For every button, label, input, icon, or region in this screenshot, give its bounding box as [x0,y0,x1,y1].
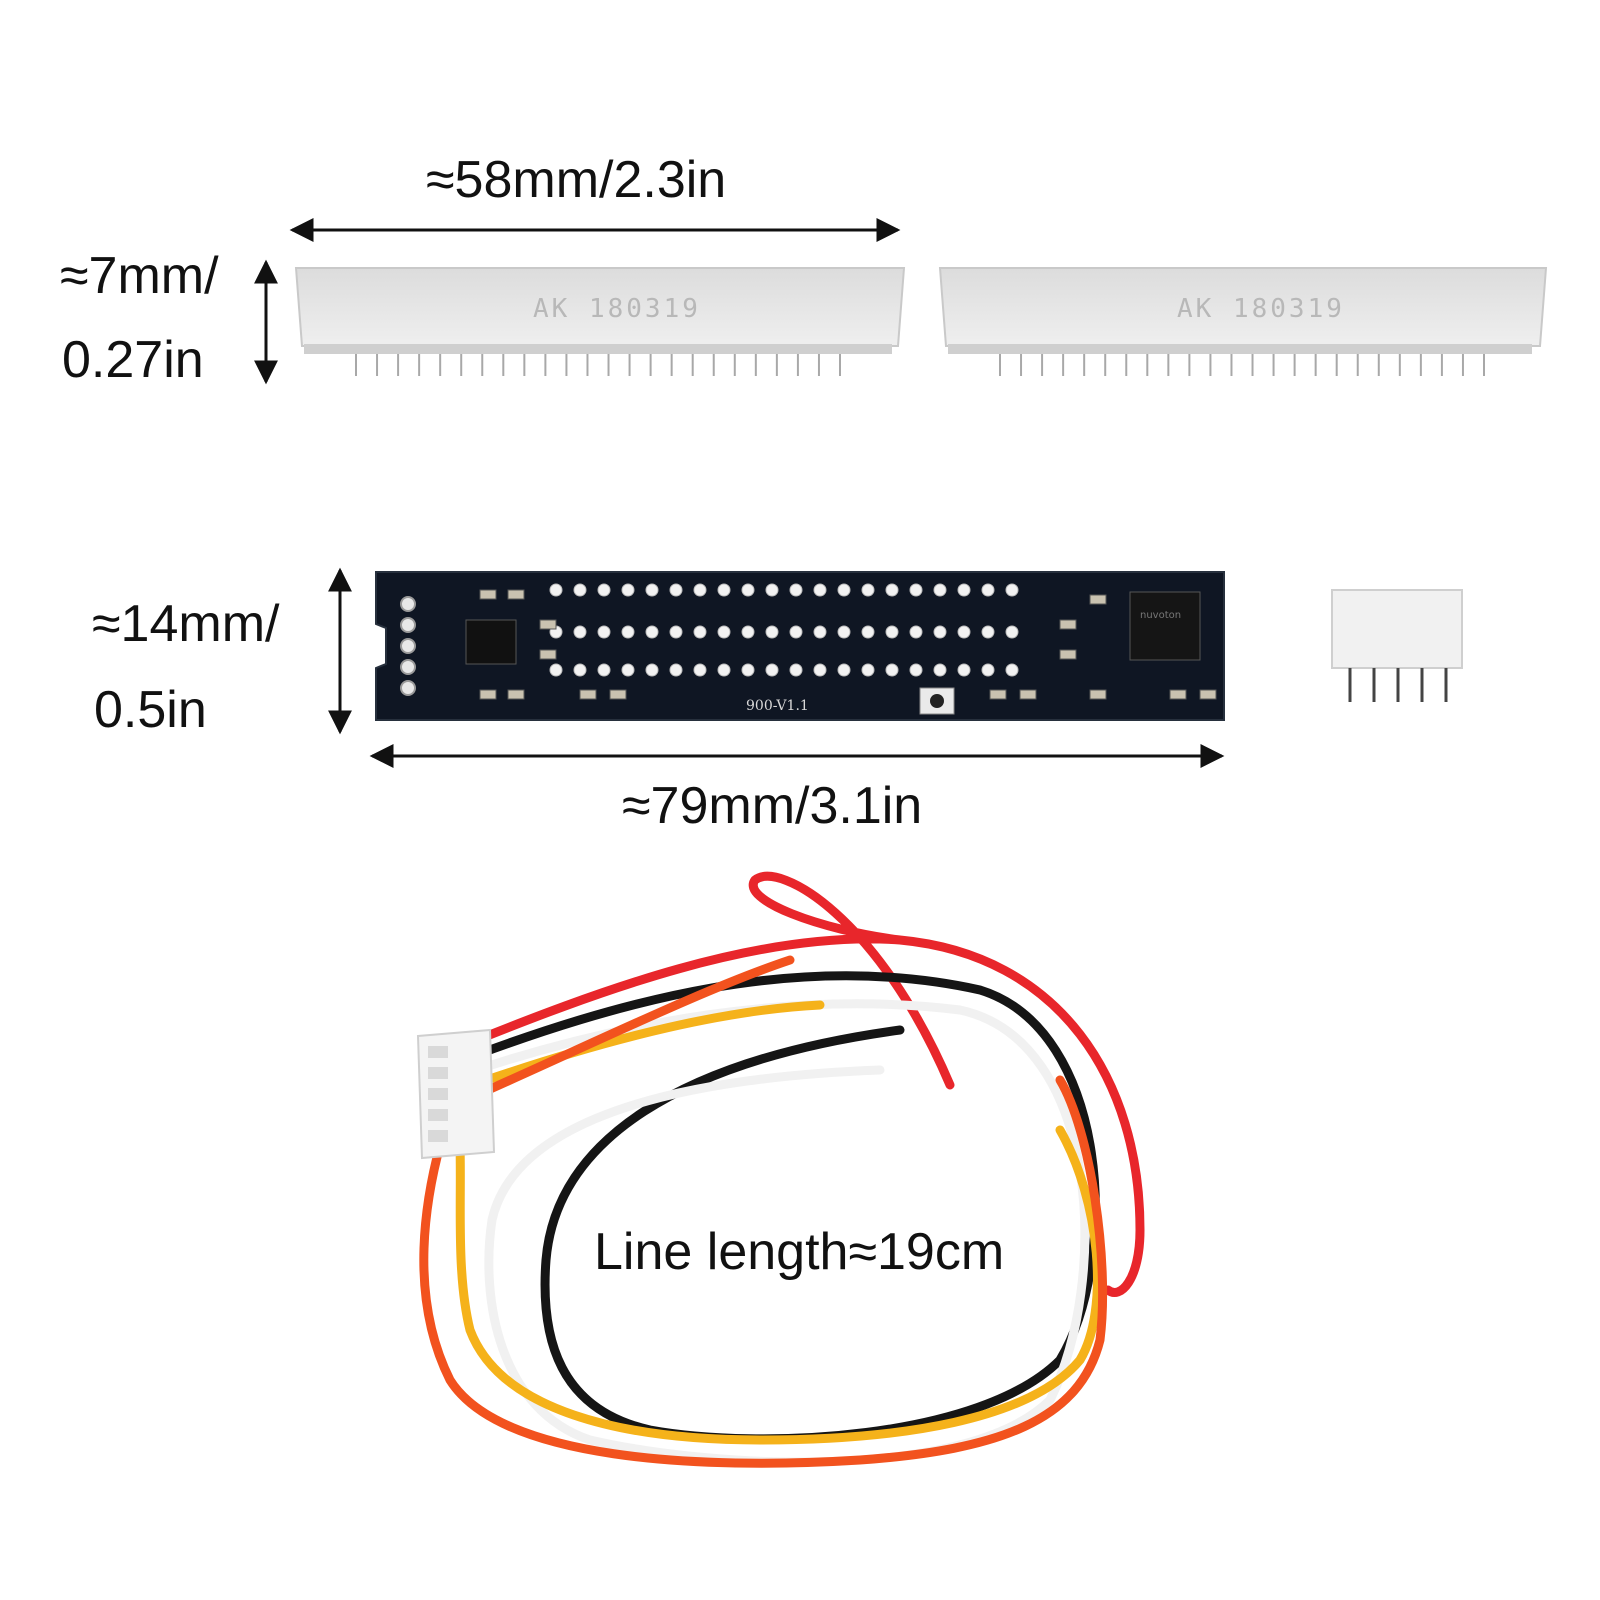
svg-text:nuvoton: nuvoton [1140,610,1181,621]
connector-pads [400,596,416,696]
display-stamp: AK 180319 [533,294,701,324]
led-display-bar-2: AK 180319 [938,267,1548,376]
display-height-label-2: 0.27in [62,331,204,389]
led-display-bar-1: AK 180319 [294,267,906,376]
board-height-label-2: 0.5in [94,681,207,739]
wire-yellow [447,1000,1102,1445]
board-height-label-1: ≈14mm/ [92,595,280,653]
header-connector [1331,589,1463,702]
vu-meter-board: nuvoton 900-V1.1 [375,571,1225,721]
board-silkscreen: 900-V1.1 [746,698,809,714]
line-length-label: Line length≈19cm [594,1223,1005,1281]
wire-harness [419,871,1145,1468]
wire-orange [419,955,1108,1468]
wire-black [447,971,1100,1444]
display-stamp: AK 180319 [1177,294,1345,324]
display-height-label-1: ≈7mm/ [60,247,219,305]
display-width-label: ≈58mm/2.3in [426,151,727,209]
driver-chip [1129,591,1201,661]
wire-connector-housing [416,1028,496,1160]
board-width-label: ≈79mm/3.1in [622,777,923,835]
op-amp-chip [465,619,517,665]
